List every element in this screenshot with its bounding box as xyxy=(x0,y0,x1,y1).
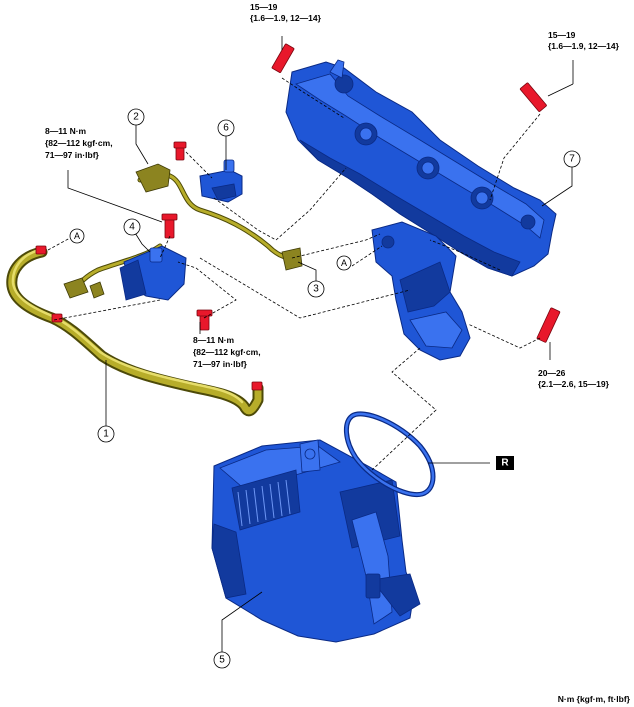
units-legend: N·m {kgf·m, ft·lbf} xyxy=(558,694,631,704)
cooler-fin-lines xyxy=(237,479,291,527)
egr-cooler-part-5 xyxy=(211,439,421,643)
torque-bracket-lower-line3: 71—97 in·lbf} xyxy=(193,359,248,369)
callout-6-label: 6 xyxy=(223,123,229,134)
bolt-sensor xyxy=(173,141,187,161)
ref-a-left-label: A xyxy=(74,231,80,241)
torque-bracket-upper-line1: 8—11 N·m xyxy=(45,126,87,136)
torque-top-right-line2: {1.6—1.9, 12—14} xyxy=(548,41,620,51)
callout-4: 4 xyxy=(123,218,141,236)
torque-top-center: 15—19 {1.6—1.9, 12—14} xyxy=(250,2,322,23)
callout-7: 7 xyxy=(563,150,581,168)
torque-bracket-lower-line2: {82—112 kgf·cm, xyxy=(193,347,261,357)
leader-lines xyxy=(67,36,574,660)
bolt-manifold-right xyxy=(519,82,547,112)
bolt-bracket-lower xyxy=(196,309,213,331)
torque-bracket-upper: 8—11 N·m {82—112 kgf·cm, 71—97 in·lbf} xyxy=(45,126,113,160)
torque-top-center-line2: {1.6—1.9, 12—14} xyxy=(250,13,322,23)
egr-manifold-part-7 xyxy=(285,59,557,361)
bolt-egr-flange xyxy=(536,307,561,343)
torque-bracket-upper-line3: 71—97 in·lbf} xyxy=(45,150,100,160)
callout-2-label: 2 xyxy=(133,112,139,123)
torque-bracket-upper-line2: {82—112 kgf·cm, xyxy=(45,138,113,148)
torque-egr-flange: 20—26 {2.1—2.6, 15—19} xyxy=(538,368,610,389)
callout-7-label: 7 xyxy=(569,154,575,165)
callout-6: 6 xyxy=(217,119,235,137)
callout-4-label: 4 xyxy=(129,222,135,233)
replace-mark-r-label: R xyxy=(501,458,509,469)
callout-3-label: 3 xyxy=(313,284,319,295)
vacuum-hose-connector-part-3 xyxy=(281,247,303,271)
egr-pipe-part-1 xyxy=(6,245,264,417)
ref-a-left: A xyxy=(69,228,85,244)
bracket-part-4 xyxy=(119,245,187,301)
callout-3: 3 xyxy=(307,280,325,298)
gasket-ring xyxy=(344,411,436,498)
sensor-part-6 xyxy=(199,159,243,203)
torque-egr-flange-line1: 20—26 xyxy=(538,368,566,378)
ref-a-right: A xyxy=(336,255,352,271)
bolt-bracket-upper xyxy=(161,213,178,239)
bolt-manifold-top xyxy=(271,43,295,73)
callout-1-label: 1 xyxy=(103,429,109,440)
callout-5: 5 xyxy=(213,651,231,669)
bolts xyxy=(161,43,561,343)
torque-top-right: 15—19 {1.6—1.9, 12—14} xyxy=(548,30,620,51)
torque-top-right-line1: 15—19 xyxy=(548,30,576,40)
ref-a-right-label: A xyxy=(341,258,347,268)
callout-5-label: 5 xyxy=(219,655,225,666)
torque-bracket-lower: 8—11 N·m {82—112 kgf·cm, 71—97 in·lbf} xyxy=(193,335,261,369)
torque-bracket-lower-line1: 8—11 N·m xyxy=(193,335,235,345)
torque-top-center-line1: 15—19 xyxy=(250,2,278,12)
torque-egr-flange-line2: {2.1—2.6, 15—19} xyxy=(538,379,610,389)
callout-2: 2 xyxy=(127,108,145,126)
assembly-lines xyxy=(47,77,541,471)
replace-mark-r: R xyxy=(496,456,514,470)
callout-1: 1 xyxy=(97,425,115,443)
